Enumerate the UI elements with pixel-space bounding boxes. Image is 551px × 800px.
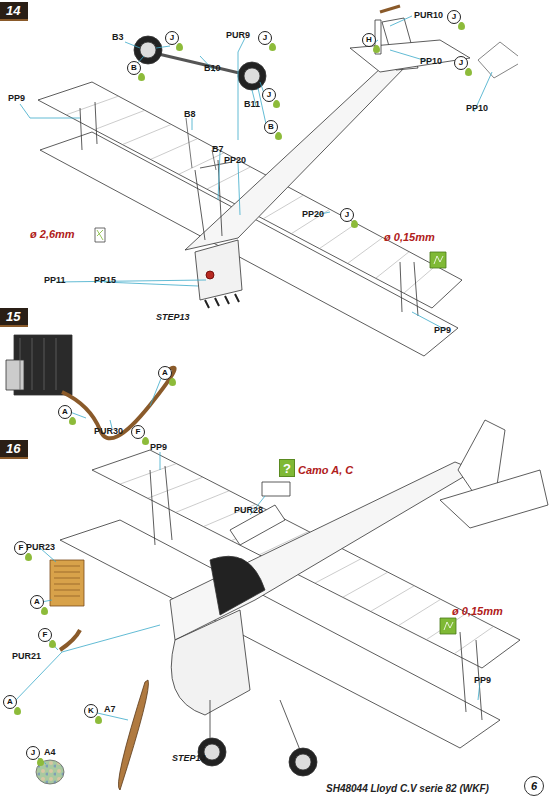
node-text: 15 — [6, 310, 20, 323]
wing-rib — [122, 124, 171, 144]
part-label: A4 — [44, 748, 56, 757]
node-text: F — [136, 428, 141, 436]
page-number: 6 — [524, 776, 544, 796]
paint-callout: A — [30, 595, 44, 609]
paint-callout: F — [14, 541, 28, 555]
node-text: F — [19, 544, 24, 552]
node-text: H — [366, 36, 372, 44]
part-label: PP9 — [8, 94, 25, 103]
node-text: ? — [283, 462, 291, 475]
part-label: PP10 — [466, 104, 488, 113]
part-label: PP9 — [474, 676, 491, 685]
node-text: J — [267, 91, 271, 99]
node-text: J — [345, 211, 349, 219]
paint-callout: J — [340, 208, 354, 222]
step-number: 16 — [0, 440, 28, 459]
part-label: PP20 — [224, 156, 246, 165]
paint-callout: J — [26, 746, 40, 760]
paint-callout: J — [165, 31, 179, 45]
node-text: A — [62, 408, 68, 416]
paint-callout: A — [3, 695, 17, 709]
wing-rib — [348, 238, 383, 264]
paint-callout: K — [84, 704, 98, 718]
node-text: J — [170, 34, 174, 42]
paint-callout: B — [264, 120, 278, 134]
dimension-note: ø 0,15mm — [452, 606, 503, 617]
paint-callout: J — [447, 10, 461, 24]
wing-rib — [148, 477, 203, 498]
part-label: B3 — [112, 33, 124, 42]
paint-callout: F — [38, 628, 52, 642]
part-label: PP10 — [420, 57, 442, 66]
wing-rib — [94, 110, 145, 129]
node-text: F — [43, 631, 48, 639]
part-label: A7 — [104, 705, 116, 714]
part-label: PP9 — [150, 443, 167, 452]
part-label: STEP13 — [156, 313, 190, 322]
paint-callout: J — [262, 88, 276, 102]
part-label: PUR10 — [414, 11, 443, 20]
node-text: A — [7, 698, 13, 706]
part-label: PUR28 — [234, 506, 263, 515]
wing-rib — [398, 599, 440, 625]
wing-rib — [176, 491, 230, 513]
part-label: PP15 — [94, 276, 116, 285]
paint-callout: B — [127, 61, 141, 75]
step-number: 15 — [0, 308, 28, 327]
part-label: PUR30 — [94, 427, 123, 436]
wing-rib — [454, 626, 493, 653]
wing-rib — [120, 464, 177, 485]
wing-rib — [291, 209, 330, 233]
dimension-note: ø 2,6mm — [30, 229, 75, 240]
paint-callout: H — [362, 33, 376, 47]
node-text: A — [34, 598, 40, 606]
paint-callout: F — [131, 425, 145, 439]
node-text: J — [31, 749, 35, 757]
node-text: J — [459, 59, 463, 67]
node-text: A — [162, 369, 168, 377]
paint-callout: A — [158, 366, 172, 380]
paint-callout: J — [258, 31, 272, 45]
node-text: K — [88, 707, 94, 715]
wing-rib — [66, 96, 118, 115]
part-label: B8 — [184, 110, 196, 119]
paint-callout: A — [58, 405, 72, 419]
camo-help-box: ? — [279, 459, 295, 477]
paint-callout: J — [454, 56, 468, 70]
part-label: B10 — [204, 64, 221, 73]
footer-text: SH48044 Lloyd C.V serie 82 (WKF) — [326, 784, 489, 794]
part-label: PUR23 — [26, 543, 55, 552]
node-text: 16 — [6, 442, 20, 455]
wing-rib — [343, 572, 388, 597]
dimension-note: ø 0,15mm — [384, 232, 435, 243]
wing-rib — [319, 223, 356, 248]
wing-rib — [371, 586, 415, 612]
part-label: B11 — [244, 100, 260, 109]
wing-rib — [376, 252, 409, 279]
part-label: PP9 — [434, 326, 451, 335]
step-number: 14 — [0, 2, 28, 21]
dimension-note: Camo A, C — [298, 465, 353, 476]
node-text: 6 — [531, 781, 537, 792]
node-text: 14 — [6, 4, 20, 17]
part-label: PUR9 — [226, 31, 250, 40]
wing-rib — [404, 266, 436, 293]
part-label: PP20 — [302, 210, 324, 219]
wing-rib — [179, 153, 224, 175]
part-label: PP11 — [44, 276, 66, 285]
wing-rib — [207, 167, 251, 189]
part-label: PUR21 — [12, 652, 41, 661]
part-label: B7 — [212, 145, 224, 154]
node-text: B — [131, 64, 137, 72]
part-label: STEP14 — [172, 754, 206, 763]
wing-rib — [315, 559, 362, 584]
node-text: J — [263, 34, 267, 42]
node-text: B — [268, 123, 274, 131]
node-text: J — [452, 13, 456, 21]
